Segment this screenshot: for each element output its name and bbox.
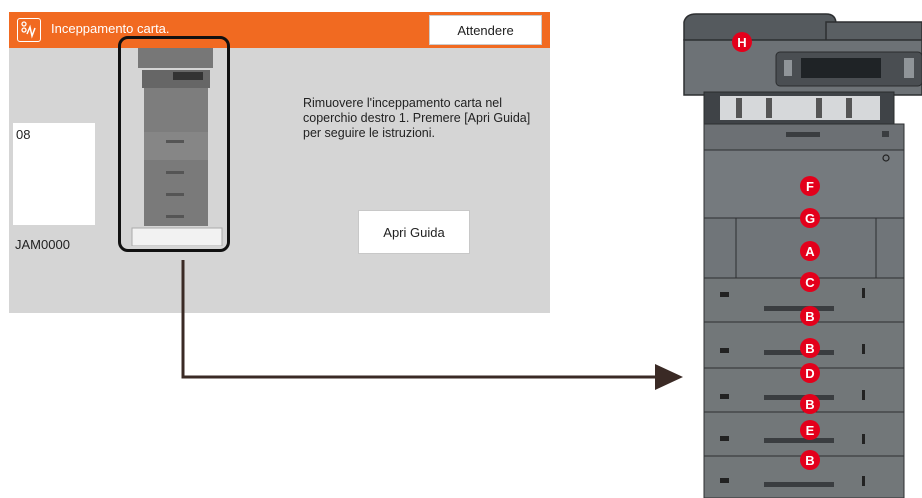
wait-button[interactable]: Attendere — [429, 15, 542, 45]
marker-b: B — [800, 450, 820, 470]
svg-text:B: B — [805, 397, 814, 412]
svg-text:G: G — [805, 211, 815, 226]
paper-jam-icon — [17, 18, 41, 42]
svg-text:B: B — [805, 309, 814, 324]
printer-illustration: H F G A C B B D B E B — [683, 13, 922, 498]
marker-d: D — [800, 363, 820, 383]
marker-h: H — [732, 32, 752, 52]
svg-text:F: F — [806, 179, 814, 194]
instruction-message: Rimuovere l'inceppamento carta nel coper… — [303, 96, 531, 140]
marker-g: G — [800, 208, 820, 228]
marker-f: F — [800, 176, 820, 196]
svg-text:C: C — [805, 275, 815, 290]
svg-text:D: D — [805, 366, 814, 381]
control-panel-screen: Inceppamento carta. Attendere 08 JAM0000… — [9, 12, 550, 313]
marker-e: E — [800, 420, 820, 440]
marker-a: A — [800, 241, 820, 261]
jam-code: JAM0000 — [15, 237, 70, 252]
mini-printer-icon — [131, 48, 223, 246]
svg-text:A: A — [805, 244, 815, 259]
marker-b: B — [800, 338, 820, 358]
error-code: 08 — [16, 127, 31, 142]
svg-text:B: B — [805, 341, 814, 356]
printer-highlight-frame — [118, 36, 230, 252]
marker-c: C — [800, 272, 820, 292]
marker-b: B — [800, 306, 820, 326]
svg-text:E: E — [806, 423, 815, 438]
header-bar: Inceppamento carta. Attendere — [9, 12, 550, 48]
open-guide-button[interactable]: Apri Guida — [358, 210, 470, 254]
svg-text:B: B — [805, 453, 814, 468]
error-code-box: 08 — [13, 123, 95, 225]
svg-text:H: H — [737, 35, 746, 50]
marker-b: B — [800, 394, 820, 414]
page-title: Inceppamento carta. — [51, 21, 170, 36]
